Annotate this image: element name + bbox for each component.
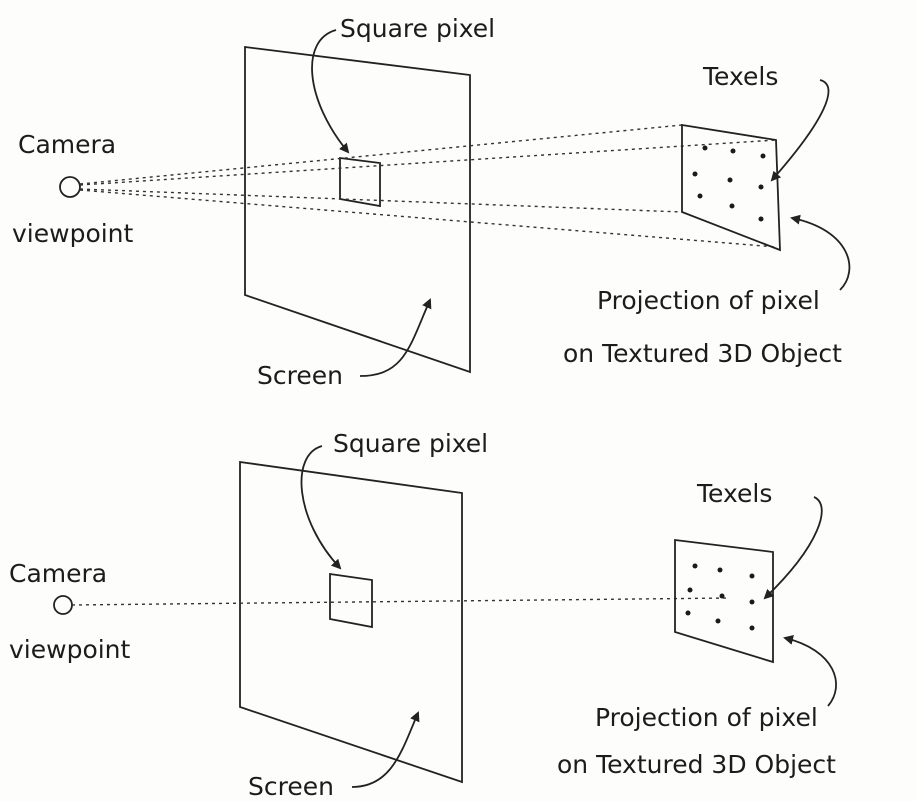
bottom-viewpoint-label: viewpoint [9, 635, 131, 664]
bottom-square-pixel-label: Square pixel [333, 429, 488, 458]
bottom-camera-viewpoint-icon [53, 595, 73, 615]
top-camera-label: Camera [18, 130, 116, 159]
top-screen-label: Screen [257, 361, 343, 390]
bottom-camera-label: Camera [9, 559, 107, 588]
top-projection-label-2: on Textured 3D Object [563, 339, 842, 368]
bottom-projection-arrow [783, 635, 837, 707]
bottom-screen-plane [239, 460, 463, 784]
top-view-rays [79, 124, 777, 248]
top-texel-dots [692, 145, 766, 222]
top-square-pixel [339, 156, 381, 208]
bottom-projection-label-1: Projection of pixel [595, 703, 818, 732]
top-texels-arrow [770, 79, 830, 182]
bottom-view-ray [71, 597, 731, 606]
top-viewpoint-label: viewpoint [12, 219, 134, 248]
top-camera-viewpoint-icon [59, 176, 81, 198]
top-projection-arrow [790, 214, 851, 291]
bottom-panel: Camera viewpoint Square pixel Screen Tex… [9, 429, 837, 801]
bottom-texel-patch [674, 538, 774, 664]
top-texels-label: Texels [702, 62, 778, 91]
bottom-screen-label: Screen [248, 772, 334, 801]
top-screen-plane [244, 45, 471, 374]
top-screen-arrow [359, 298, 432, 377]
top-panel: Camera viewpoint Square pixel [12, 14, 851, 390]
bottom-projection-label-2: on Textured 3D Object [557, 750, 836, 779]
bottom-screen-arrow [351, 711, 420, 788]
top-square-pixel-label: Square pixel [340, 14, 495, 43]
bottom-square-pixel-arrow [300, 445, 342, 570]
bottom-texels-arrow [763, 496, 823, 600]
top-projection-label-1: Projection of pixel [597, 286, 820, 315]
top-square-pixel-arrow [311, 29, 350, 154]
bottom-texels-label: Texels [696, 479, 772, 508]
bottom-texel-dots [685, 563, 755, 631]
bottom-square-pixel [329, 572, 373, 629]
top-texel-patch [681, 123, 781, 252]
